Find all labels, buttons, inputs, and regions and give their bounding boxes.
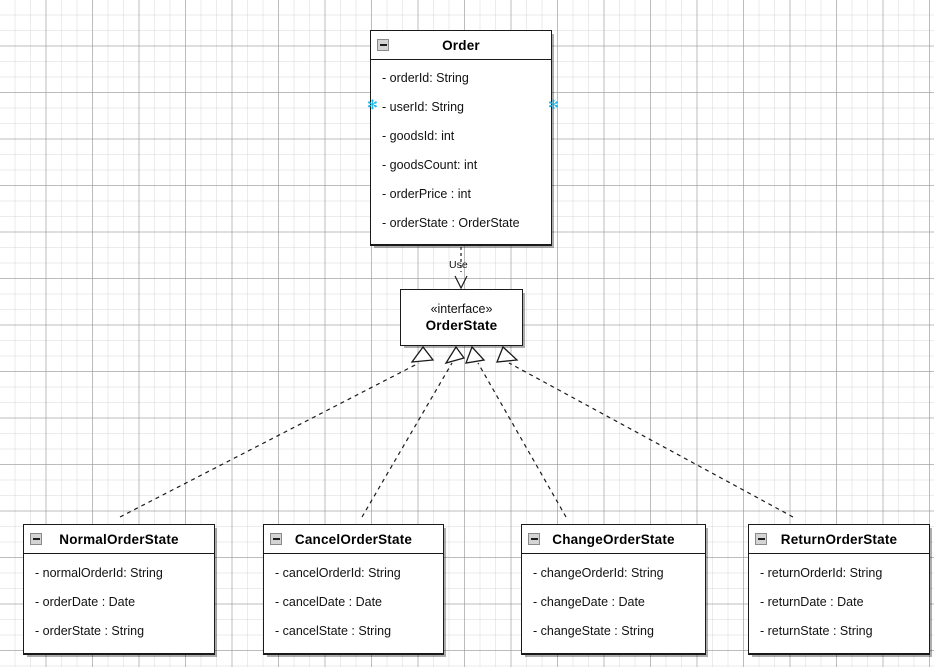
connection-anchor-left[interactable]: ✻	[367, 98, 378, 113]
class-attribute: - userId: String	[382, 100, 464, 114]
class-attribute: - orderId: String	[382, 71, 469, 85]
class-attribute: - changeOrderId: String	[533, 566, 664, 580]
minus-icon[interactable]	[270, 533, 282, 545]
class-node-change-order-state[interactable]: ChangeOrderState - changeOrderId: String…	[521, 524, 706, 655]
edge-realize-cancel-line	[361, 362, 453, 518]
class-header-cancel-order-state: CancelOrderState	[264, 525, 443, 554]
class-attribute: - goodsId: int	[382, 129, 455, 143]
class-attributes-cancel-order-state: - cancelOrderId: String - cancelDate : D…	[264, 554, 443, 654]
class-attributes-return-order-state: - returnOrderId: String - returnDate : D…	[749, 554, 929, 654]
class-attribute: - normalOrderId: String	[35, 566, 163, 580]
minus-icon[interactable]	[377, 39, 389, 51]
class-header-order: Order	[371, 31, 551, 60]
class-attributes-change-order-state: - changeOrderId: String - changeDate : D…	[522, 554, 705, 654]
edge-realize-change-line	[477, 362, 567, 518]
edge-realize-normal-arrowhead	[410, 345, 435, 363]
minus-icon[interactable]	[30, 533, 42, 545]
edge-label-use: Use	[449, 259, 468, 271]
class-attribute: - goodsCount: int	[382, 158, 478, 172]
minus-icon[interactable]	[755, 533, 767, 545]
class-attributes-normal-order-state: - normalOrderId: String - orderDate : Da…	[24, 554, 214, 654]
class-attribute: - changeState : String	[533, 624, 654, 638]
edge-realize-change-arrowhead	[464, 345, 486, 364]
minus-icon[interactable]	[528, 533, 540, 545]
edge-use-arrowhead	[454, 275, 468, 290]
class-attribute: - orderDate : Date	[35, 595, 136, 609]
class-attribute: - orderState : String	[35, 624, 145, 638]
interface-title: OrderState	[425, 317, 498, 333]
class-attribute: - changeDate : Date	[533, 595, 645, 609]
class-title-return-order-state: ReturnOrderState	[780, 531, 898, 547]
connection-anchor-right[interactable]: ✻	[548, 98, 559, 113]
edge-realize-cancel-arrowhead	[444, 345, 466, 365]
class-attribute: - returnOrderId: String	[760, 566, 883, 580]
class-header-return-order-state: ReturnOrderState	[749, 525, 929, 554]
class-attributes-order: ✻ ✻ - orderId: String - userId: String -…	[367, 60, 559, 245]
class-attribute: - cancelState : String	[275, 624, 392, 638]
class-header-change-order-state: ChangeOrderState	[522, 525, 705, 554]
edge-realize-return-arrowhead	[495, 345, 519, 363]
class-title-order: Order	[442, 37, 480, 53]
class-attribute: - returnState : String	[760, 624, 873, 638]
class-attribute: - cancelOrderId: String	[275, 566, 401, 580]
edge-realize-return-line	[508, 362, 794, 518]
class-attribute: - cancelDate : Date	[275, 595, 382, 609]
class-attribute: - orderState : OrderState	[382, 216, 520, 230]
class-node-normal-order-state[interactable]: NormalOrderState - normalOrderId: String…	[23, 524, 215, 655]
class-attribute: - orderPrice : int	[382, 187, 471, 201]
class-title-cancel-order-state: CancelOrderState	[294, 531, 413, 547]
class-node-order[interactable]: Order ✻ ✻ - orderId: String - userId: St…	[367, 30, 559, 246]
class-header-normal-order-state: NormalOrderState	[24, 525, 214, 554]
interface-node-order-state[interactable]: «interface» OrderState	[400, 289, 523, 346]
class-title-change-order-state: ChangeOrderState	[552, 531, 675, 547]
edge-realize-normal-line	[119, 362, 420, 518]
class-attribute: - returnDate : Date	[760, 595, 864, 609]
class-node-cancel-order-state[interactable]: CancelOrderState - cancelOrderId: String…	[263, 524, 444, 655]
class-title-normal-order-state: NormalOrderState	[59, 531, 179, 547]
interface-stereotype: «interface»	[430, 301, 493, 316]
class-node-return-order-state[interactable]: ReturnOrderState - returnOrderId: String…	[748, 524, 930, 655]
